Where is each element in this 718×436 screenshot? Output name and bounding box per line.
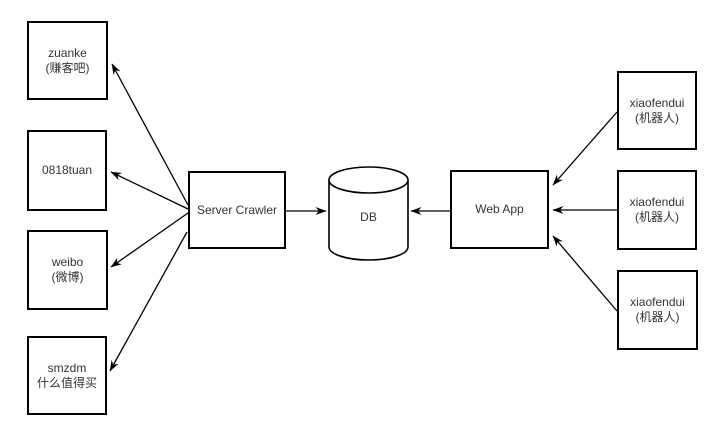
edge-bot3-to-webapp <box>552 235 618 312</box>
node-label: xiaofendui <box>629 195 685 209</box>
edge-crawler-to-0818tuan <box>110 171 189 210</box>
node-label: zuanke <box>48 45 87 60</box>
edge-crawler-to-weibo <box>110 212 189 268</box>
node-web-app: Web App <box>450 170 549 249</box>
node-smzdm: smzdm 什么值得买 <box>27 336 107 415</box>
edge-crawler-to-zuanke <box>111 63 189 206</box>
node-sublabel: 什么值得买 <box>36 375 97 390</box>
edge-crawler-to-smzdm <box>109 231 188 372</box>
node-xiaofendui-1: xiaofendui (机器人) <box>617 71 697 150</box>
node-sublabel: (赚客吧) <box>45 60 90 75</box>
node-label: xiaofendui <box>630 295 685 309</box>
node-0818tuan: 0818tuan <box>27 130 107 211</box>
node-label: xiaofendui <box>629 95 685 110</box>
db-cylinder-shape <box>328 166 409 261</box>
node-sublabel: (微博) <box>51 270 84 284</box>
node-xiaofendui-3: xiaofendui (机器人) <box>617 270 698 350</box>
node-label: smzdm <box>47 360 87 375</box>
edge-bot1-to-webapp <box>552 111 618 186</box>
node-label: 0818tuan <box>41 163 93 177</box>
node-label: Web App <box>475 202 524 216</box>
node-sublabel: (机器人) <box>635 310 680 324</box>
node-label: Server Crawler <box>196 202 277 217</box>
node-zuanke: zuanke (赚客吧) <box>27 21 108 100</box>
node-server-crawler: Server Crawler <box>188 171 286 249</box>
node-sublabel: (机器人) <box>635 110 679 125</box>
node-db: DB <box>329 184 408 250</box>
node-weibo: weibo (微博) <box>27 230 108 310</box>
node-xiaofendui-2: xiaofendui (机器人) <box>617 170 697 250</box>
node-label: weibo <box>51 255 84 269</box>
node-sublabel: (机器人) <box>635 210 679 224</box>
node-label: DB <box>360 210 377 224</box>
